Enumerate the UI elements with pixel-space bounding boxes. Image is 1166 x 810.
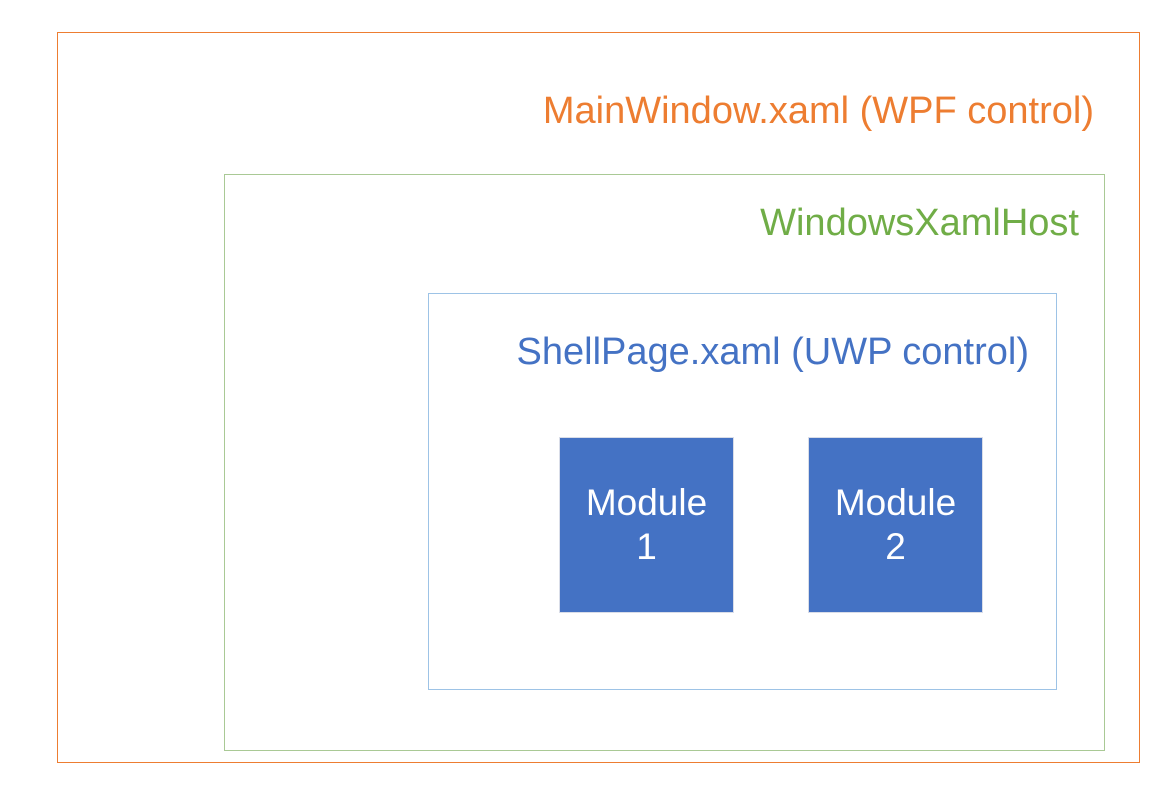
layer-shellpage-xaml: ShellPage.xaml (UWP control) — [428, 293, 1057, 690]
layer-windowsxamlhost-label: WindowsXamlHost — [760, 202, 1079, 244]
layer-mainwindow-xaml-label: MainWindow.xaml (WPF control) — [542, 90, 1094, 132]
module-box-2-number: 2 — [885, 526, 906, 567]
module-box-1: Module 1 — [559, 437, 734, 613]
layer-mainwindow-xaml: MainWindow.xaml (WPF control) WindowsXam… — [57, 32, 1140, 763]
module-box-1-number: 1 — [636, 526, 657, 567]
module-box-1-name: Module — [585, 482, 708, 524]
layer-windowsxamlhost: WindowsXamlHost — [224, 174, 1105, 751]
module-box-2-name: Module — [834, 482, 957, 524]
layer-shellpage-xaml-label: ShellPage.xaml (UWP control) — [516, 331, 1029, 373]
module-box-2: Module 2 — [808, 437, 983, 613]
